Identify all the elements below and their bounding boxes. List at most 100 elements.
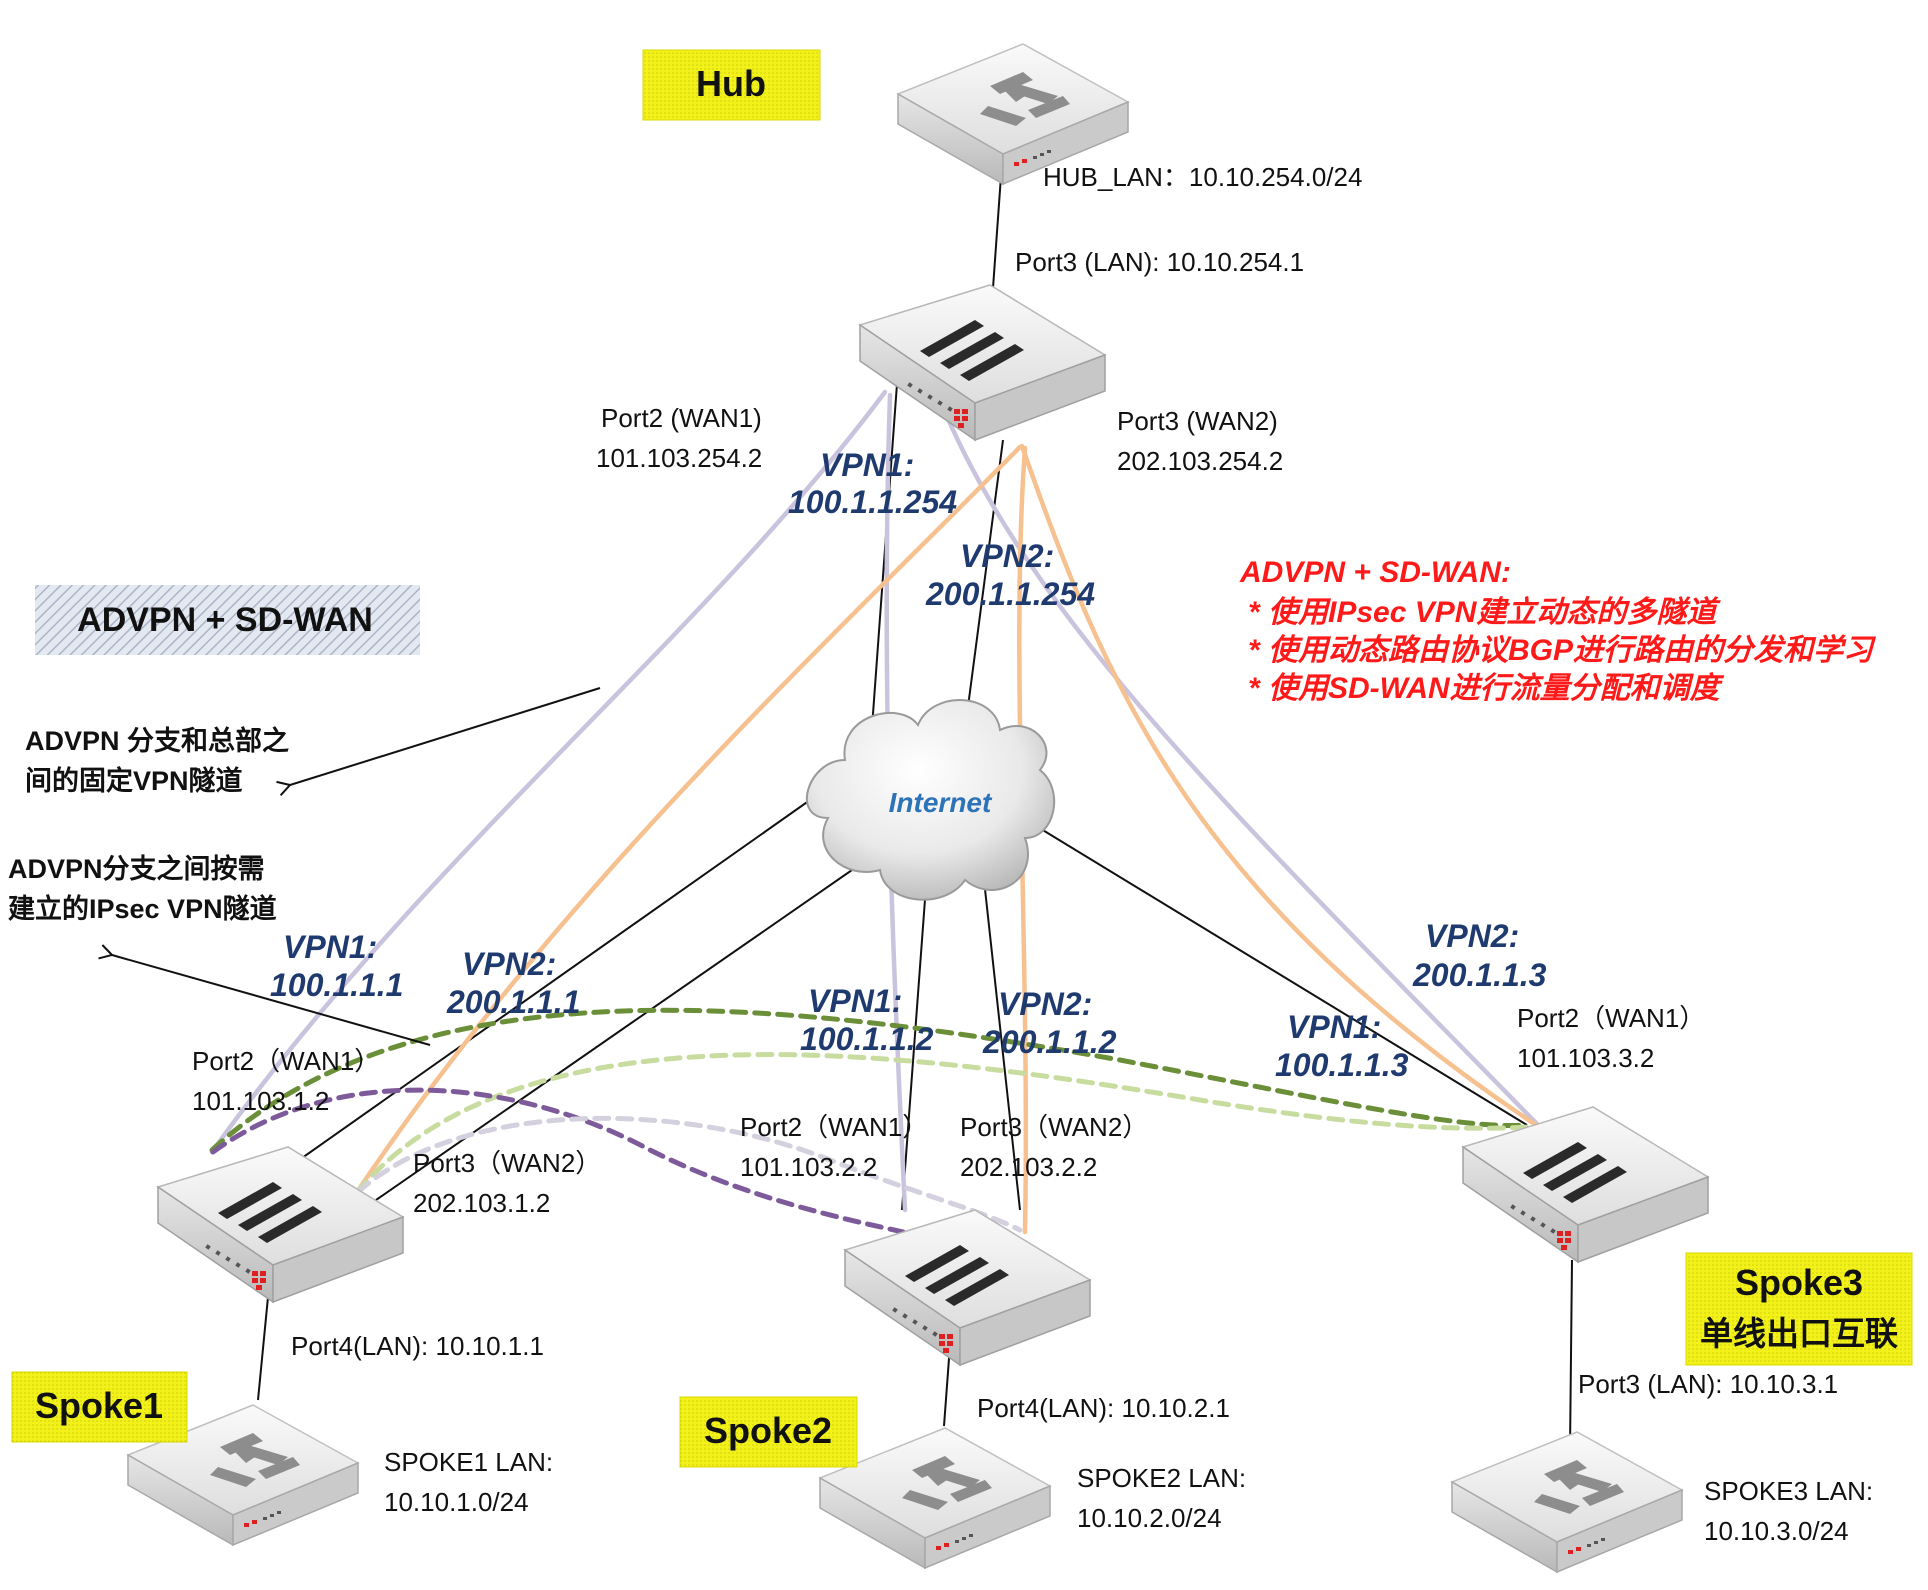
- spoke1-port3-ip: 202.103.1.2: [413, 1188, 550, 1218]
- spoke2-lan-link: [943, 1344, 951, 1427]
- spoke3-vpn2-name: VPN2:: [1425, 918, 1519, 954]
- dyn-spoke1-spoke2-wan1: [210, 1087, 906, 1235]
- advpn-sdwan-tag: ADVPN + SD-WAN: [35, 585, 420, 655]
- firewall-icon: [844, 1209, 1091, 1366]
- spoke3-labels: VPN2: 200.1.1.3 VPN1: 100.1.1.3 Port2（WA…: [1275, 918, 1873, 1546]
- dyn-spoke1-spoke3-wan1: [209, 1007, 1530, 1153]
- spoke1-vpn1-ip: 100.1.1.1: [270, 967, 403, 1003]
- firewall-icon: [157, 1146, 404, 1303]
- hub-port2-name: Port2 (WAN1): [601, 403, 762, 433]
- legend-dynamic-line1: ADVPN分支之间按需: [8, 853, 265, 884]
- svg-text:Spoke2: Spoke2: [704, 1410, 832, 1451]
- vpn1-hub-spoke3: [937, 397, 1541, 1128]
- spoke1-vpn2-ip: 200.1.1.1: [446, 984, 580, 1020]
- spoke3-vpn1-name: VPN1:: [1287, 1009, 1381, 1045]
- hub-vpn1-ip: 100.1.1.254: [788, 484, 957, 520]
- dynamic-tunnels: [209, 1007, 1533, 1235]
- spoke2-port3-ip: 202.103.2.2: [960, 1152, 1097, 1182]
- spoke1-labels: VPN1: 100.1.1.1 VPN2: 200.1.1.1 Port2（WA…: [192, 929, 601, 1517]
- svg-text:Hub: Hub: [696, 63, 766, 104]
- hub-port3-lan-label: Port3 (LAN): 10.10.254.1: [1015, 247, 1304, 277]
- notes-line3: * 使用SD-WAN进行流量分配和调度: [1248, 672, 1725, 705]
- inet-spoke1-wan1: [301, 792, 821, 1159]
- svg-text:单线出口互联: 单线出口互联: [1700, 1315, 1898, 1352]
- spoke2-vpn1-name: VPN1:: [808, 983, 902, 1019]
- inet-spoke2-wan1: [901, 885, 927, 1211]
- spoke3-lan-link: [1569, 1259, 1573, 1451]
- spoke1-port2-name: Port2（WAN1）: [192, 1046, 380, 1076]
- firewall-icon: [859, 284, 1106, 441]
- hub-firewall[interactable]: [859, 284, 1106, 441]
- spoke2-vpn1-ip: 100.1.1.2: [800, 1021, 934, 1057]
- inet-spoke3-wan1: [1022, 817, 1528, 1126]
- spoke3-lan-ip: 10.10.3.0/24: [1704, 1516, 1849, 1546]
- hub-port2-ip: 101.103.254.2: [596, 443, 762, 473]
- spoke1-lan-link: [257, 1296, 269, 1401]
- spoke1-port3-name: Port3（WAN2）: [413, 1148, 601, 1178]
- spoke3-lan-name: SPOKE3 LAN:: [1704, 1476, 1873, 1506]
- spoke1-port2-ip: 101.103.1.2: [192, 1086, 329, 1116]
- spoke3-port2-name: Port2（WAN1）: [1517, 1003, 1705, 1033]
- vpn2-hub-spoke1: [354, 444, 1023, 1195]
- spoke3-port3-lan: Port3 (LAN): 10.10.3.1: [1578, 1369, 1838, 1399]
- spoke1-firewall[interactable]: [157, 1146, 404, 1303]
- hub-tag: Hub: [642, 49, 821, 121]
- vpn2-hub-spoke3: [1019, 443, 1539, 1128]
- hub-vpn1-name: VPN1:: [820, 447, 914, 483]
- spoke1-vpn1-name: VPN1:: [283, 929, 377, 965]
- cloud-icon: Internet: [805, 699, 1056, 901]
- spoke3-lan-switch[interactable]: [1451, 1431, 1683, 1573]
- spoke1-lan-ip: 10.10.1.0/24: [384, 1487, 529, 1517]
- svg-text:Spoke1: Spoke1: [35, 1385, 163, 1426]
- notes-line1: * 使用IPsec VPN建立动态的多隧道: [1248, 595, 1721, 629]
- inet-spoke2-wan2: [983, 879, 1021, 1211]
- spoke2-port2-name: Port2（WAN1）: [740, 1112, 928, 1142]
- spoke2-lan-name: SPOKE2 LAN:: [1077, 1463, 1246, 1493]
- hub-port3-name: Port3 (WAN2): [1117, 406, 1278, 436]
- advpn-notes: ADVPN + SD-WAN: * 使用IPsec VPN建立动态的多隧道 * …: [1239, 556, 1877, 705]
- spoke2-firewall[interactable]: [844, 1209, 1091, 1366]
- spoke2-labels: VPN1: 100.1.1.2 VPN2: 200.1.1.2 Port2（WA…: [740, 983, 1246, 1533]
- spoke3-tag: Spoke3 单线出口互联: [1685, 1252, 1913, 1366]
- hub-lan-label: HUB_LAN：10.10.254.0/24: [1043, 162, 1362, 192]
- legend-texts: ADVPN 分支和总部之 间的固定VPN隧道 ADVPN分支之间按需 建立的IP…: [8, 725, 289, 924]
- hub-port3-ip: 202.103.254.2: [1117, 446, 1283, 476]
- hub-wan2-link: [965, 439, 1004, 723]
- spoke2-port2-ip: 101.103.2.2: [740, 1152, 877, 1182]
- svg-text:ADVPN + SD-WAN: ADVPN + SD-WAN: [77, 601, 373, 639]
- spoke2-port4-lan: Port4(LAN): 10.10.2.1: [977, 1393, 1230, 1423]
- fixed-tunnel-arrow: [276, 687, 601, 796]
- hub-vpn2-name: VPN2:: [960, 538, 1054, 574]
- legend-dynamic-line2: 建立的IPsec VPN隧道: [8, 893, 277, 924]
- switch-icon: [1451, 1431, 1683, 1573]
- spoke3-vpn2-ip: 200.1.1.3: [1412, 957, 1547, 993]
- spoke3-vpn1-ip: 100.1.1.3: [1275, 1047, 1409, 1083]
- hub-labels: HUB_LAN：10.10.254.0/24 Port3 (LAN): 10.1…: [596, 162, 1362, 612]
- vpn1-hub-spoke1: [209, 389, 888, 1155]
- spoke2-lan-ip: 10.10.2.0/24: [1077, 1503, 1222, 1533]
- notes-title: ADVPN + SD-WAN:: [1239, 556, 1511, 589]
- inet-spoke1-wan2: [375, 851, 879, 1201]
- hub-vpn2-ip: 200.1.1.254: [925, 576, 1095, 612]
- legend-fixed-line1: ADVPN 分支和总部之: [25, 725, 289, 756]
- spoke1-lan-name: SPOKE1 LAN:: [384, 1447, 553, 1477]
- hub-wan1-link: [869, 369, 899, 756]
- legend-arrows: [98, 687, 601, 1046]
- legend-fixed-line2: 间的固定VPN隧道: [25, 765, 243, 796]
- spoke2-vpn2-ip: 200.1.1.2: [982, 1024, 1117, 1060]
- spoke1-tag: Spoke1: [11, 1371, 188, 1443]
- spoke1-port4-lan: Port4(LAN): 10.10.1.1: [291, 1331, 544, 1361]
- physical-links: [257, 119, 1573, 1451]
- spoke1-vpn2-name: VPN2:: [462, 946, 556, 982]
- svg-text:Spoke3: Spoke3: [1735, 1262, 1863, 1303]
- spoke2-vpn2-name: VPN2:: [998, 986, 1092, 1022]
- dyn-spoke1-spoke2-wan2: [355, 1115, 1023, 1233]
- spoke2-tag: Spoke2: [679, 1396, 858, 1468]
- dyn-spoke1-spoke3-wan2: [354, 1052, 1533, 1195]
- notes-line2: * 使用动态路由协议BGP进行路由的分发和学习: [1248, 633, 1877, 667]
- internet-label: Internet: [889, 787, 993, 818]
- spoke3-port2-ip: 101.103.3.2: [1517, 1043, 1654, 1073]
- spoke2-port3-name: Port3（WAN2）: [960, 1112, 1148, 1142]
- dynamic-tunnel-arrow: [98, 944, 431, 1046]
